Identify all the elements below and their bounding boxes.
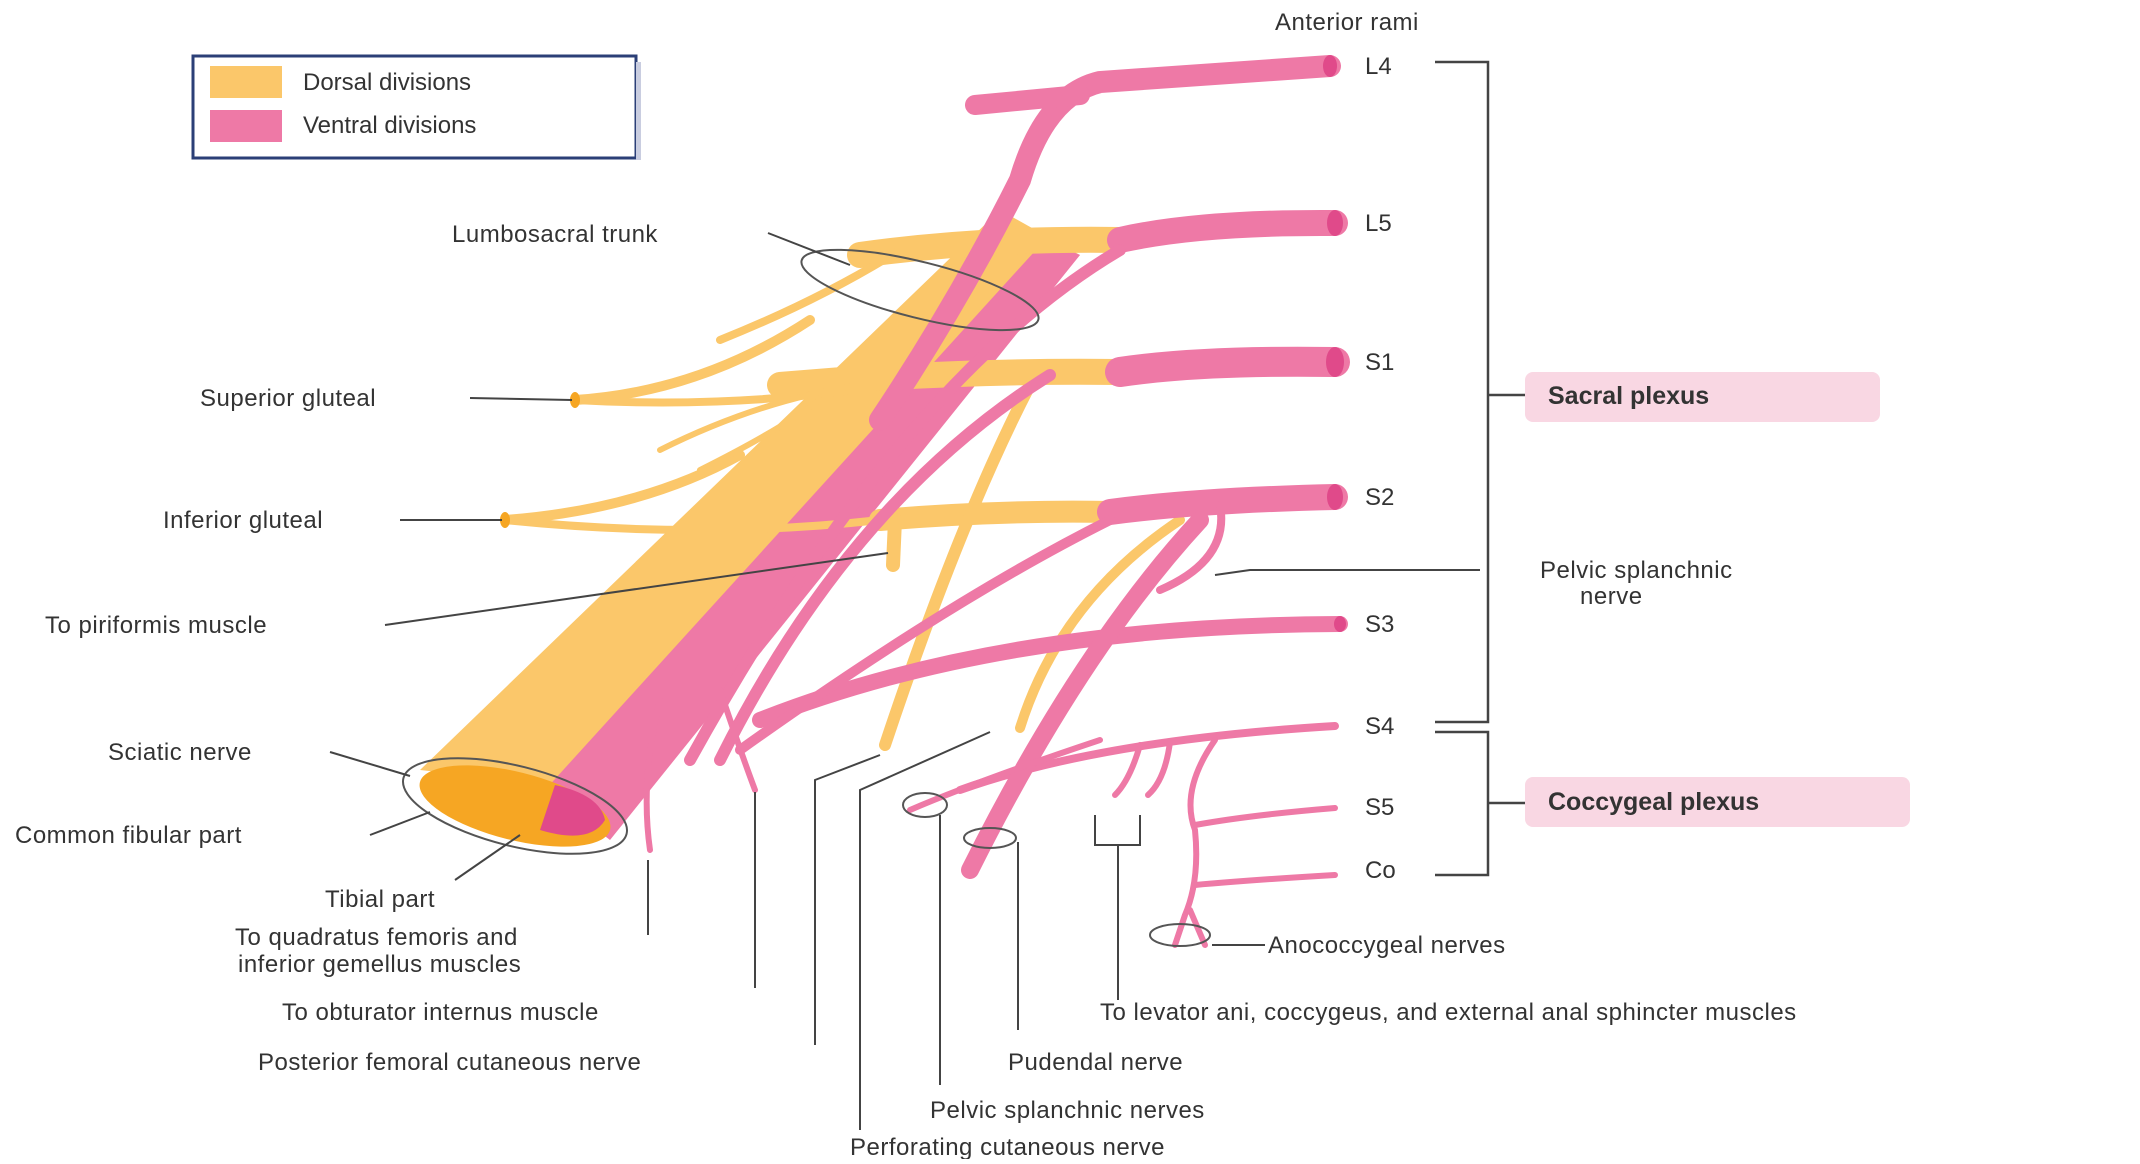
posterior-femoral-dorsal: [879, 379, 1036, 751]
legend-label-dorsal: Dorsal divisions: [303, 69, 471, 96]
s1-dorsal: [767, 358, 1133, 398]
l5-to-sciatic: [684, 244, 1126, 766]
root-label-l4: L4: [1365, 53, 1392, 80]
pudendal-main: [961, 511, 1209, 879]
pelvic-splanchnic-label-line2: nerve: [1580, 583, 1643, 610]
superior-gluteal-label: Superior gluteal: [200, 385, 376, 412]
root-label-s4: S4: [1365, 713, 1394, 740]
root-label-s3: S3: [1365, 611, 1394, 638]
pelvic-splanchnic-label-line1: Pelvic splanchnic: [1540, 557, 1733, 584]
l5-end: [1327, 210, 1343, 236]
quadratus-label-line2: inferior gemellus muscles: [238, 951, 521, 978]
legend: Dorsal divisions Ventral divisions: [191, 54, 641, 160]
legend-label-ventral: Ventral divisions: [303, 112, 476, 139]
s2-to-sciatic: [735, 515, 1115, 755]
s2-ventral: [1097, 484, 1348, 525]
s1-ventral: [1105, 346, 1350, 387]
legend-shadow: [636, 62, 641, 160]
pelvic-splanchnic-s2: [1156, 501, 1226, 594]
lumbosacral-trunk-label: Lumbosacral trunk: [452, 221, 658, 248]
levator-ani-label: To levator ani, coccygeus, and external …: [1100, 999, 1797, 1026]
root-label-s5: S5: [1365, 794, 1394, 821]
nerve-artwork: [419, 55, 1350, 948]
coccygeal-plexus-label: Coccygeal plexus: [1548, 788, 1759, 816]
perforating-dorsal: [1015, 515, 1185, 733]
s3-ramus: [752, 616, 1348, 728]
quadratus-branch: [643, 697, 663, 853]
anococcygeal-stem: [1172, 737, 1218, 948]
inferior-gluteal-end: [500, 512, 510, 528]
s2-end: [1327, 484, 1343, 510]
dorsal-weave-2: [697, 397, 823, 473]
co-ramus: [1192, 872, 1338, 888]
anococcygeal-label: Anococcygeal nerves: [1268, 932, 1506, 959]
root-label-l5: L5: [1365, 210, 1392, 237]
levator-branch-2: [1145, 739, 1173, 798]
tibial-part-label: Tibial part: [325, 886, 435, 913]
coccygeal-bracket: [1435, 730, 1490, 877]
s5-ramus: [1192, 805, 1338, 828]
dorsal-weave-1: [657, 382, 863, 453]
superior-gluteal-branch-2: [571, 376, 924, 407]
legend-swatch-ventral: [210, 110, 282, 142]
pelvic-splanchnic-small: [907, 737, 1103, 813]
l4-end: [1323, 55, 1337, 77]
leader-lines: [329, 232, 1480, 1130]
piriformis-branch: [886, 513, 902, 572]
s1-end: [1326, 347, 1344, 377]
l5-ventral: [1107, 209, 1348, 253]
root-label-s1: S1: [1365, 349, 1394, 376]
obturator-branch: [717, 687, 758, 793]
quadratus-label-line1: To quadratus femoris and: [235, 924, 518, 951]
sacral-bracket: [1435, 60, 1490, 724]
sacral-plexus-label: Sacral plexus: [1548, 382, 1709, 410]
l4-upper-branch: [965, 85, 1090, 115]
common-fibular-label: Common fibular part: [15, 822, 242, 849]
levator-branch-1: [1112, 742, 1143, 798]
plexus-brackets: [1435, 60, 1545, 877]
lumbosacral-ring: [800, 248, 1040, 332]
root-label-co: Co: [1365, 857, 1396, 884]
pudendal-ring: [963, 827, 1017, 849]
sacral-highlight: [1525, 372, 1880, 422]
tibial-cross-section: [540, 785, 605, 836]
superior-gluteal-branch: [570, 315, 815, 405]
inferior-gluteal-branch: [500, 450, 745, 525]
sciatic-nerve-label: Sciatic nerve: [108, 739, 252, 766]
anterior-rami-header: Anterior rami: [1275, 9, 1419, 36]
anococcygeal-branch: [1187, 907, 1208, 948]
obturator-internus-label: To obturator internus muscle: [282, 999, 599, 1026]
s3-end: [1334, 616, 1346, 632]
pelvic-splanchnic-nerves-label: Pelvic splanchnic nerves: [930, 1097, 1205, 1124]
s2-dorsal: [869, 500, 1121, 531]
s1-to-sciatic: [714, 369, 1056, 766]
root-label-s2: S2: [1365, 484, 1394, 511]
legend-swatch-dorsal: [210, 66, 282, 98]
posterior-femoral-label: Posterior femoral cutaneous nerve: [258, 1049, 641, 1076]
anococcygeal-ring: [1149, 923, 1211, 947]
pelvic-splanchnic-ring: [902, 792, 948, 818]
inferior-gluteal-label: Inferior gluteal: [163, 507, 323, 534]
pudendal-label: Pudendal nerve: [1008, 1049, 1183, 1076]
piriformis-label: To piriformis muscle: [45, 612, 267, 639]
lumbosacral-dorsal-cross: [716, 246, 904, 344]
perforating-cutaneous-label: Perforating cutaneous nerve: [850, 1134, 1165, 1159]
coccygeal-highlight: [1525, 777, 1910, 827]
superior-gluteal-end: [570, 392, 580, 408]
